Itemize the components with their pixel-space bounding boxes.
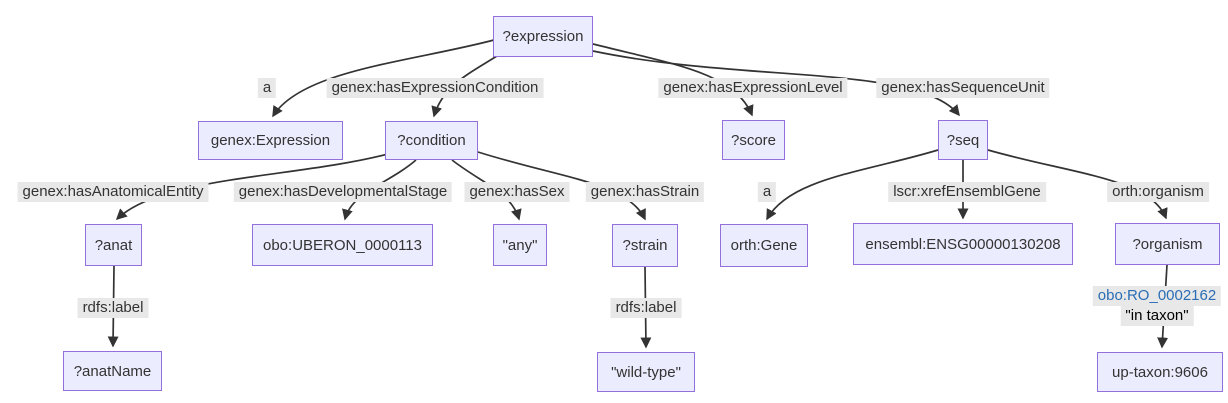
node-ensembl-gene: ensembl:ENSG00000130208 xyxy=(853,223,1073,265)
edge-label-has-developmental-stage: genex:hasDevelopmentalStage xyxy=(233,182,453,202)
node-any-literal: "any" xyxy=(493,224,547,266)
edge-seq-a-orthGene xyxy=(766,149,939,221)
edge-expression-hasSequenceUnit-seq xyxy=(592,50,960,117)
edge-label-a-1: a xyxy=(257,78,277,98)
obo-ro-0002162-link[interactable]: obo:RO_0002162 xyxy=(1092,286,1222,306)
edge-label-has-expression-condition: genex:hasExpressionCondition xyxy=(326,78,544,98)
edge-label-has-sequence-unit: genex:hasSequenceUnit xyxy=(876,78,1050,98)
edge-label-in-taxon: obo:RO_0002162 "in taxon" xyxy=(1092,286,1222,326)
edge-condition-hasStrain-strain xyxy=(477,151,646,221)
node-wild-type-literal: "wild-type" xyxy=(597,352,695,392)
node-expression: ?expression xyxy=(493,16,593,57)
edge-label-xref-ensembl-gene: lscr:xrefEnsemblGene xyxy=(888,182,1046,202)
edge-label-a-2: a xyxy=(757,182,777,202)
node-seq: ?seq xyxy=(938,120,988,160)
edge-label-has-strain: genex:hasStrain xyxy=(585,182,705,202)
edge-label-has-anatomical-entity: genex:hasAnatomicalEntity xyxy=(17,182,209,202)
node-up-taxon-9606: up-taxon:9606 xyxy=(1097,352,1223,392)
edge-label-orth-organism: orth:organism xyxy=(1107,182,1209,202)
edge-label-rdfs-label-1: rdfs:label xyxy=(77,298,149,318)
edge-condition-hasAnatomicalEntity-anat xyxy=(115,153,389,221)
edge-label-has-sex: genex:hasSex xyxy=(464,182,570,202)
node-anat: ?anat xyxy=(85,224,142,266)
edge-label-has-expression-level: genex:hasExpressionLevel xyxy=(658,78,848,98)
in-taxon-literal: "in taxon" xyxy=(1120,306,1194,326)
edge-expression-hasExpressionLevel-score xyxy=(592,43,754,117)
node-strain: ?strain xyxy=(612,224,678,267)
node-condition: ?condition xyxy=(385,121,478,160)
edge-label-rdfs-label-2: rdfs:label xyxy=(610,298,682,318)
edge-seq-orthOrganism-organism xyxy=(987,149,1168,220)
node-orth-gene: orth:Gene xyxy=(720,224,808,267)
node-organism: ?organism xyxy=(1115,223,1220,265)
node-genex-expression: genex:Expression xyxy=(198,121,343,160)
node-anat-name: ?anatName xyxy=(63,351,162,391)
edge-expression-a-genexExpression xyxy=(272,39,495,118)
node-uberon-0000113: obo:UBERON_0000113 xyxy=(252,224,433,266)
node-score: ?score xyxy=(722,120,785,160)
